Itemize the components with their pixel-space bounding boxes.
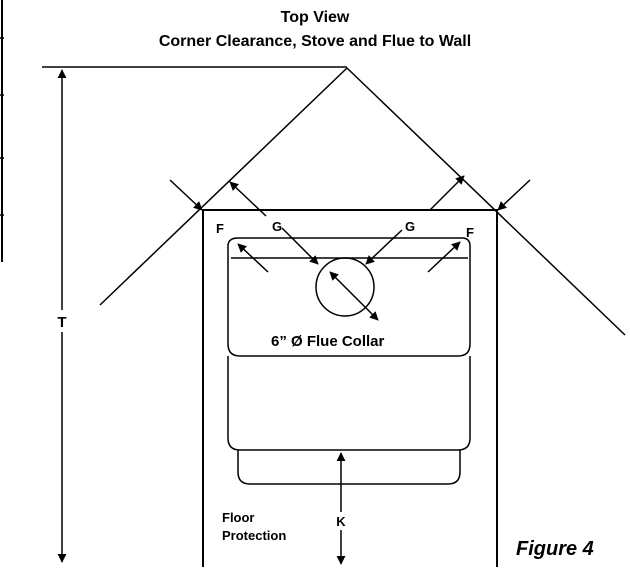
stove: [227, 237, 471, 485]
title-line-1: Top View: [281, 9, 350, 26]
floor-protection-outline: [202, 209, 498, 567]
flue-diameter-arrow: [329, 271, 379, 321]
stove-top: [227, 237, 471, 357]
k-label-background: [333, 512, 349, 530]
title-line-2: Corner Clearance, Stove and Flue to Wall: [159, 33, 471, 50]
g-left-flue-arrow: [281, 227, 319, 265]
floor-protection-label-line-2: Protection: [222, 528, 286, 543]
stove-body: [227, 356, 471, 451]
f-right-outer-arrow: [497, 179, 531, 211]
f-clearance-arrows: F F: [169, 179, 531, 273]
floor-protection-label-line-1: Floor: [222, 510, 255, 525]
left-wall-line: [99, 67, 348, 306]
g-label-right: G: [405, 219, 415, 234]
left-edge-border: [0, 0, 4, 262]
k-label: K: [336, 514, 346, 529]
t-label-background: [52, 310, 72, 332]
t-label: T: [57, 314, 66, 331]
f-label-right: F: [466, 225, 474, 240]
k-dimension: K: [333, 452, 349, 565]
corner-walls: [99, 67, 626, 336]
f-left-inner-arrow: [237, 243, 269, 273]
g-label-left: G: [272, 219, 282, 234]
g-clearance-arrows: G G: [229, 175, 465, 265]
g-right-wall-arrow: [429, 175, 465, 211]
f-right-inner-arrow: [427, 241, 461, 273]
g-left-wall-arrow: [229, 181, 267, 217]
ash-lip: [237, 450, 461, 485]
g-right-flue-arrow: [365, 229, 403, 265]
t-dimension: T: [42, 66, 347, 563]
flue-label-background: [270, 328, 450, 352]
flue-collar-label: 6” Ø Flue Collar: [271, 333, 385, 350]
f-left-outer-arrow: [169, 179, 203, 211]
figure-label: Figure 4: [516, 538, 594, 560]
f-label-left: F: [216, 221, 224, 236]
right-wall-line: [346, 67, 626, 336]
